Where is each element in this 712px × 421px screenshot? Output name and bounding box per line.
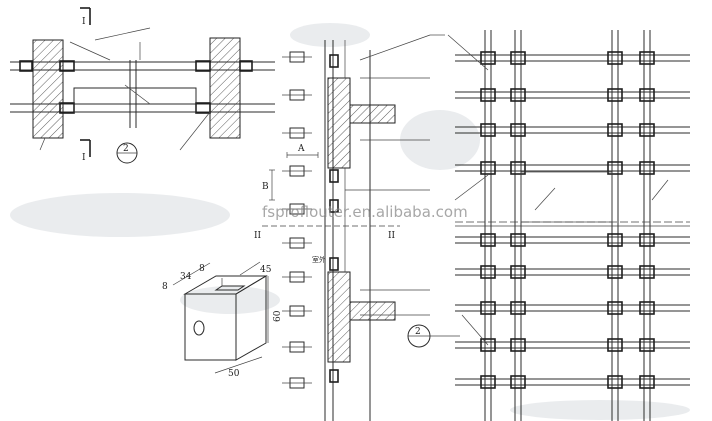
box-dim-width: 50 [228, 369, 240, 379]
vertical-section [262, 34, 460, 421]
rail-clamp [607, 123, 623, 137]
rail-clamp [510, 338, 526, 352]
rail-clamp [480, 233, 496, 247]
rail-clamp [510, 301, 526, 315]
rail-clamp [510, 51, 526, 65]
rail-clamp [480, 301, 496, 315]
section-mark-II-right: II [388, 231, 396, 241]
rail-clamp [639, 161, 655, 175]
rail-clamp [607, 375, 623, 389]
left-post [32, 39, 64, 139]
bolt-column [282, 51, 312, 389]
rail-clamp [607, 301, 623, 315]
rail-clamp [607, 161, 623, 175]
rail-clamp [607, 233, 623, 247]
mounting-hole [193, 320, 205, 336]
rail-clamp [480, 88, 496, 102]
rail-clamp [639, 265, 655, 279]
scan-smudges [10, 23, 690, 420]
rail-clamp [480, 265, 496, 279]
rail-clamp [639, 51, 655, 65]
box-dim-top-right: 8 [199, 264, 205, 274]
rail-clamp [510, 233, 526, 247]
section-mark-I-top: I [82, 17, 86, 27]
rail-clamp [607, 88, 623, 102]
box-dim-depth: 45 [260, 265, 272, 275]
rail-clamp [510, 375, 526, 389]
box-dim-top-width: 34 [180, 272, 192, 282]
section-mark-II-left: II [254, 231, 262, 241]
dimension-B-label: B [262, 182, 269, 192]
rail-clamp [510, 88, 526, 102]
rail-clamp [639, 338, 655, 352]
rail-clamp [480, 338, 496, 352]
plan-detail [10, 7, 275, 164]
dimension-A-label: A [297, 144, 305, 154]
rail-clamp [510, 161, 526, 175]
rail-clamp [607, 338, 623, 352]
rail-clamp [607, 265, 623, 279]
upper-wall-slab [327, 77, 351, 169]
rail-clamp [607, 51, 623, 65]
rail-clamp [510, 265, 526, 279]
rail-clamp [480, 375, 496, 389]
elevation-grid [447, 30, 690, 421]
rail-clamp [639, 301, 655, 315]
right-post [209, 37, 241, 139]
room-note: 室外 [312, 255, 326, 264]
box-detail [172, 261, 269, 374]
rail-clamp [639, 375, 655, 389]
rail-clamp [480, 161, 496, 175]
detail-callout-number-bottom: 2 [415, 327, 421, 337]
rail-clamp [510, 123, 526, 137]
lower-wall-slab [327, 271, 351, 363]
detail-callout-number: 2 [123, 144, 129, 154]
box-dim-top-left: 8 [162, 282, 168, 292]
rail-clamp [639, 123, 655, 137]
watermark-text: fsproflouter.en.alibaba.com [262, 203, 468, 221]
rail-clamp [480, 51, 496, 65]
rail-clamp [639, 88, 655, 102]
section-mark-I-bottom: I [82, 153, 86, 163]
rail-clamp [639, 233, 655, 247]
box-dim-height: 60 [273, 310, 283, 322]
rail-clamp [480, 123, 496, 137]
